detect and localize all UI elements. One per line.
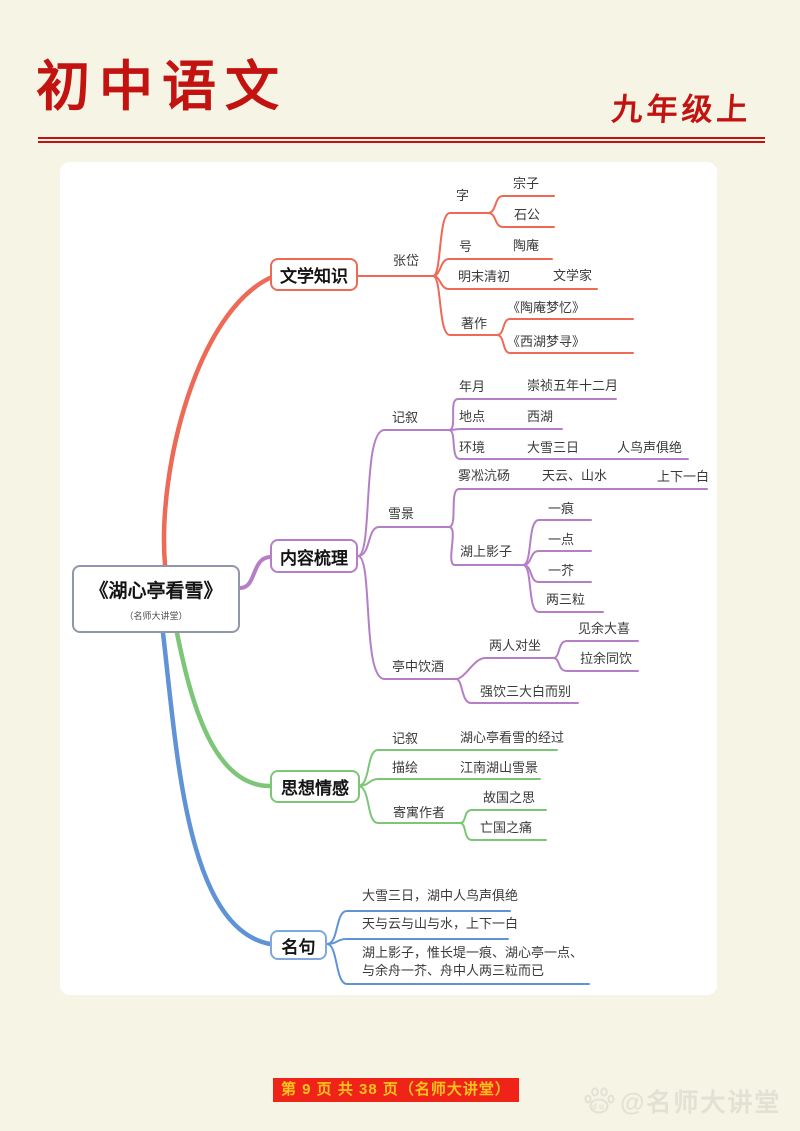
- page-title: 初中语文: [36, 57, 288, 117]
- node-content-outline: 内容梳理: [270, 539, 358, 573]
- node-shangxiayibai: 上下一白: [657, 469, 710, 484]
- node-xihu: 西湖: [527, 409, 554, 424]
- node-literary-knowledge: 文学知识: [270, 258, 358, 291]
- node-daxuesanri: 大雪三日: [527, 440, 580, 455]
- node-g-jixu: 记叙: [392, 731, 419, 746]
- grade-label: 九年级上: [610, 92, 754, 127]
- watermark: du @名师大讲堂: [583, 1083, 781, 1119]
- node-layu: 拉余同饮: [580, 651, 633, 666]
- node-wangguo: 亡国之痛: [480, 820, 533, 835]
- node-tingzhong: 亭中饮酒: [392, 659, 445, 674]
- svg-text:du: du: [592, 1102, 606, 1111]
- node-nianyue: 年月: [459, 379, 486, 394]
- paw-logo-icon: du: [584, 1087, 615, 1114]
- node-wusong: 雾凇沆砀: [458, 468, 511, 483]
- node-zhuzuo: 著作: [461, 316, 488, 331]
- node-zongzi: 宗子: [513, 176, 540, 191]
- node-wenxuejia: 文学家: [553, 268, 593, 283]
- node-sentence-1: 大雪三日，湖中人鸟声俱绝: [362, 888, 519, 903]
- node-huanjing: 环境: [459, 440, 486, 455]
- node-miaohui-value: 江南湖山雪景: [460, 760, 539, 775]
- node-famous-lines: 名句: [270, 930, 327, 960]
- node-sentence-3-line2: 与余舟一芥、舟中人两三粒而已: [362, 963, 545, 978]
- node-jiyu: 寄寓作者: [393, 805, 446, 820]
- node-guguo: 故国之思: [483, 790, 536, 805]
- central-topic: 《湖心亭看雪》 （名师大讲堂）: [72, 565, 240, 633]
- node-thoughts-emotions: 思想情感: [270, 770, 360, 803]
- node-work-taoanmengyi: 《陶庵梦忆》: [507, 300, 586, 315]
- central-topic-title: 《湖心亭看雪》: [89, 581, 223, 602]
- node-sentence-2: 天与云与山与水，上下一白: [362, 916, 519, 931]
- node-g-jixu-value: 湖心亭看雪的经过: [460, 730, 565, 745]
- node-zhangdai: 张岱: [393, 253, 420, 268]
- header-divider: [38, 137, 765, 143]
- node-didian: 地点: [459, 409, 486, 424]
- node-liangsanli: 两三粒: [546, 592, 586, 607]
- node-shigong: 石公: [514, 207, 541, 222]
- node-qiangyin: 强饮三大白而别: [480, 684, 572, 699]
- node-work-xihumengxun: 《西湖梦寻》: [507, 334, 586, 349]
- node-yihen: 一痕: [548, 501, 575, 516]
- node-taoan: 陶庵: [513, 238, 540, 253]
- node-renniao: 人鸟声俱绝: [617, 440, 683, 455]
- node-mingmo: 明末清初: [458, 269, 511, 284]
- watermark-text: @名师大讲堂: [620, 1089, 782, 1117]
- node-yijie: 一芥: [548, 563, 575, 578]
- node-hao: 号: [459, 239, 473, 254]
- node-zi: 字: [456, 188, 470, 203]
- node-jianyu: 见余大喜: [578, 621, 631, 636]
- node-tianyun: 天云、山水: [542, 468, 608, 483]
- node-xuejing: 雪景: [388, 506, 415, 521]
- node-sentence-3-line1: 湖上影子，惟长堤一痕、湖心亭一点、: [362, 945, 584, 960]
- node-liangren: 两人对坐: [489, 638, 542, 653]
- central-topic-subtitle: （名师大讲堂）: [124, 611, 188, 621]
- page-indicator: 第 9 页 共 38 页（名师大讲堂）: [273, 1078, 519, 1102]
- node-huyingzi: 湖上影子: [460, 544, 513, 559]
- node-jixu: 记叙: [392, 410, 419, 425]
- node-miaohui: 描绘: [392, 760, 419, 775]
- node-chongzhen: 崇祯五年十二月: [527, 378, 619, 393]
- node-yidian: 一点: [548, 532, 575, 547]
